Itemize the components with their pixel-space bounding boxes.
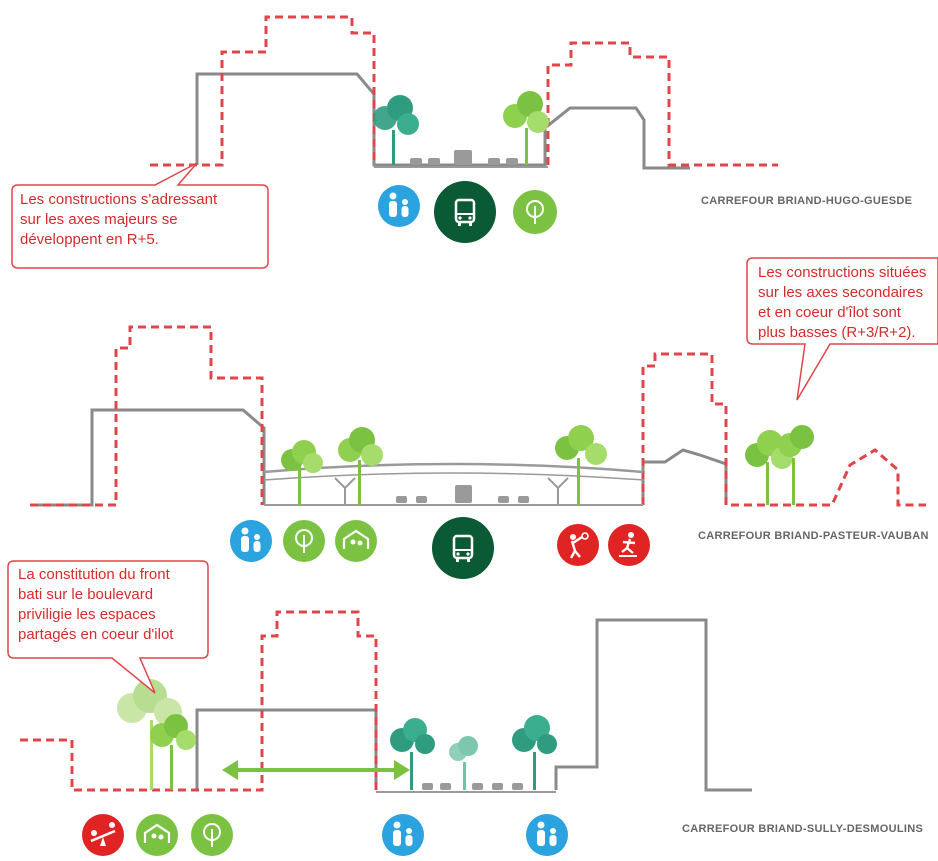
speech-bubble [7, 560, 209, 694]
seesaw-icon [82, 814, 124, 856]
street-tree [449, 736, 478, 790]
proposed-building-outline [150, 15, 778, 167]
street-tree [373, 95, 419, 165]
section-label-pasteur-vauban: CARREFOUR BRIAND-PASTEUR-VAUBAN [698, 530, 929, 542]
basketball-icon [557, 524, 599, 566]
people-icon [382, 814, 424, 856]
section-2-icons [230, 517, 650, 579]
tree-icon [191, 814, 233, 856]
people-icon [526, 814, 568, 856]
section-3-drawing [20, 610, 752, 793]
tree-icon [283, 520, 325, 562]
existing-building-outline [195, 618, 752, 792]
people-icon [230, 520, 272, 562]
bus-icon [432, 517, 494, 579]
section-1-icons [378, 181, 557, 243]
callout-text-secondary-axes: Les constructions situées sur les axes s… [758, 264, 927, 341]
callout-text-built-front: La constitution du front bati sur le bou… [18, 566, 174, 643]
street-tree [512, 715, 557, 790]
section-1-drawing [150, 15, 778, 170]
street-section [374, 150, 548, 168]
street-tree [390, 718, 435, 790]
callout-text-major-axes: Les constructions s'adressant sur les ax… [20, 191, 218, 248]
boulevard-section [263, 462, 644, 506]
courtyard-tree [117, 679, 196, 790]
section-2-drawing [30, 325, 926, 507]
section-label-sully-desmoulins: CARREFOUR BRIAND-SULLY-DESMOULINS [682, 823, 924, 835]
proposed-building-outline [20, 610, 378, 792]
section-label-hugo-guesde: CARREFOUR BRIAND-HUGO-GUESDE [701, 195, 913, 207]
proposed-building-outline [30, 325, 926, 507]
section-3-icons [82, 814, 568, 856]
people-icon [378, 185, 420, 227]
shared-space-icon [335, 520, 377, 562]
tree-icon [513, 190, 557, 234]
street-tree [555, 425, 607, 505]
skateboard-icon [608, 524, 650, 566]
street-tree [281, 440, 323, 505]
street-section [376, 783, 556, 793]
existing-building-outline [195, 72, 690, 170]
speech-bubble [746, 257, 938, 401]
speech-bubble [11, 162, 269, 269]
double-arrow [222, 760, 410, 780]
shared-space-icon [136, 814, 178, 856]
bus-icon [434, 181, 496, 243]
street-tree [338, 427, 383, 505]
street-tree [503, 91, 549, 165]
garden-tree [745, 425, 814, 505]
